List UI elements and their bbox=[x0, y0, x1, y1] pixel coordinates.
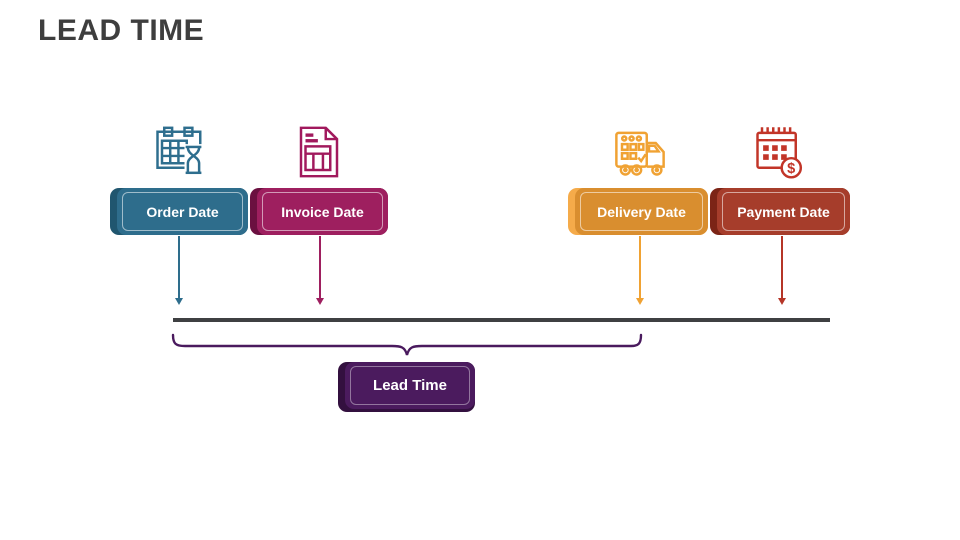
order-date-box: Order Date bbox=[110, 188, 248, 235]
delivery-date-label: Delivery Date bbox=[597, 203, 686, 220]
payment-date-box: Payment Date bbox=[710, 188, 850, 235]
arrow-head-icon bbox=[778, 298, 786, 305]
arrow-head-icon bbox=[175, 298, 183, 305]
arrow-head-icon bbox=[636, 298, 644, 305]
box-inner-outline bbox=[350, 366, 470, 405]
box-inner-outline bbox=[580, 192, 703, 231]
calendar-hourglass-icon bbox=[153, 125, 207, 179]
delivery-date-box: Delivery Date bbox=[568, 188, 708, 235]
payment-date-arrow bbox=[778, 236, 786, 306]
box-inner-outline bbox=[262, 192, 383, 231]
invoice-document-icon bbox=[292, 125, 346, 179]
box-inner-outline bbox=[722, 192, 845, 231]
arrow-head-icon bbox=[316, 298, 324, 305]
lead-time-label: Lead Time bbox=[373, 377, 447, 394]
calendar-dollar-icon: $ bbox=[753, 125, 807, 179]
box-inner-outline bbox=[122, 192, 243, 231]
svg-text:$: $ bbox=[787, 161, 795, 177]
payment-date-label: Payment Date bbox=[737, 203, 830, 220]
order-date-label: Order Date bbox=[146, 203, 219, 220]
invoice-date-label: Invoice Date bbox=[281, 203, 364, 220]
page-title: LEAD TIME bbox=[38, 14, 205, 47]
order-date-arrow bbox=[175, 236, 183, 306]
delivery-date-arrow bbox=[636, 236, 644, 306]
delivery-truck-icon bbox=[613, 125, 667, 179]
timeline-bar bbox=[173, 318, 830, 322]
lead-time-box: Lead Time bbox=[338, 362, 475, 412]
invoice-date-arrow bbox=[316, 236, 324, 306]
invoice-date-box: Invoice Date bbox=[250, 188, 388, 235]
lead-time-brace bbox=[171, 333, 643, 361]
